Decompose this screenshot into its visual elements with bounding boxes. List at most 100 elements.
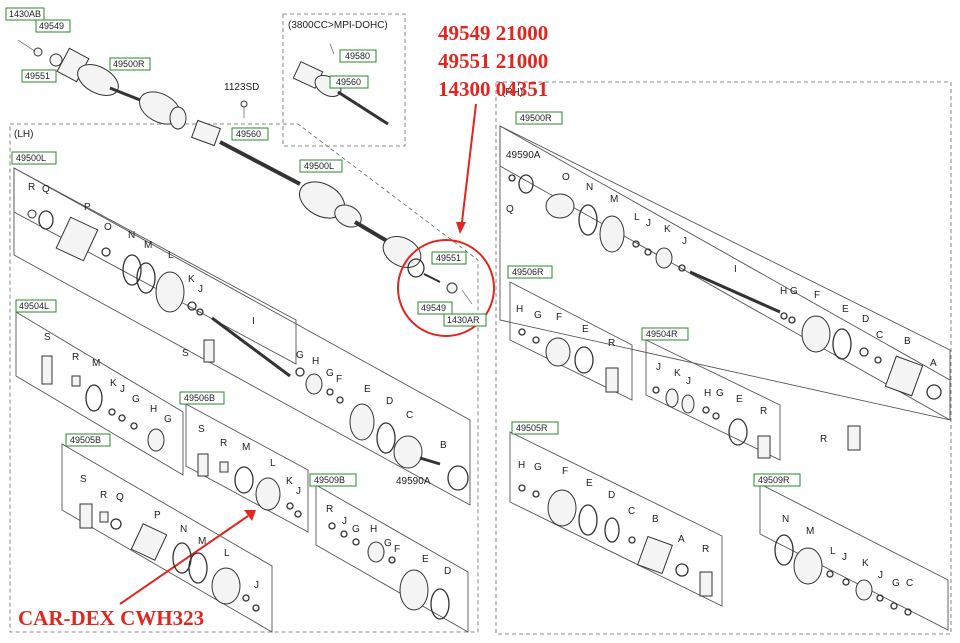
- rh-exploded-parts: [508, 174, 942, 616]
- label-49506r: 49506R: [512, 267, 544, 277]
- label-49504l: 49504L: [19, 301, 49, 311]
- group-49504l-frame: [15, 311, 184, 476]
- letter-e-4r: E: [736, 394, 743, 405]
- highlight-circle: [397, 239, 495, 337]
- letter-m-rh: M: [610, 194, 618, 205]
- label-49500r-top: 49500R: [113, 59, 145, 69]
- letter-r-4r: R: [760, 406, 767, 417]
- label-1123sd: 1123SD: [224, 82, 259, 93]
- letter-s-b4: S: [44, 332, 51, 343]
- label-49509r: 49509R: [758, 475, 790, 485]
- letter-r-b9: R: [326, 504, 333, 515]
- letter-f-b9: F: [394, 544, 400, 555]
- letter-c-5r: C: [628, 506, 635, 517]
- label-49590a-lh: 49590A: [396, 476, 431, 487]
- letter-q-b5: Q: [116, 492, 124, 503]
- letter-q: Q: [42, 184, 50, 195]
- letter-j2-4r: J: [686, 376, 691, 387]
- main-axle-assembly: [17, 39, 473, 305]
- letter-g: G: [296, 350, 304, 361]
- letter-k: K: [188, 274, 195, 285]
- letter-e-6r: E: [582, 324, 589, 335]
- letter-m-b6: M: [242, 442, 250, 453]
- label-49560-main: 49560: [236, 129, 261, 139]
- letter-f-rh: F: [814, 290, 820, 301]
- letter-j-4r: J: [656, 362, 661, 373]
- label-49500r-rh: 49500R: [520, 113, 552, 123]
- label-49549-circled: 49549: [421, 303, 446, 313]
- letter-c-rh: C: [876, 330, 883, 341]
- group-49505b-frame: [61, 443, 273, 633]
- letter-g-6r: G: [534, 310, 542, 321]
- letter-l-rh: L: [634, 212, 640, 223]
- letter-k-rh: K: [664, 224, 671, 235]
- letter-l-b5: L: [224, 548, 230, 559]
- label-49590a-rh: 49590A: [506, 150, 541, 161]
- letter-g2: G: [326, 368, 334, 379]
- letter-a-rh: A: [930, 358, 937, 369]
- letter-f: F: [336, 374, 342, 385]
- label-49549-top: 49549: [39, 21, 64, 31]
- letter-n-b5: N: [180, 524, 187, 535]
- label-49551-circled: 49551: [436, 253, 461, 263]
- letter-callouts-lh: R Q P O N M L K J I S G H G F E D C B S …: [28, 182, 451, 591]
- letter-g-5r: G: [534, 462, 542, 473]
- rh-group-outer-frame: [499, 125, 951, 421]
- letter-g-9r: G: [892, 578, 900, 589]
- letter-e-rh: E: [842, 304, 849, 315]
- group-49506r-frame: [509, 281, 633, 401]
- letter-h-4r: H: [704, 388, 711, 399]
- letter-g-4r: G: [716, 388, 724, 399]
- letter-m-b4: M: [92, 358, 100, 369]
- letter-k-b4: K: [110, 378, 117, 389]
- letter-s-b5: S: [80, 474, 87, 485]
- label-49506b: 49506B: [184, 393, 215, 403]
- label-49500l-center: 49500L: [304, 161, 334, 171]
- letter-k-9r: K: [862, 558, 869, 569]
- letter-j-b9: J: [342, 516, 347, 527]
- label-49560-variant: 49560: [336, 77, 361, 87]
- letter-b-5r: B: [652, 514, 659, 525]
- letter-j-b5: J: [254, 580, 259, 591]
- letter-r-b5: R: [100, 490, 107, 501]
- letter-a-5r: A: [678, 534, 685, 545]
- letter-j-rh: J: [646, 218, 651, 229]
- label-49505b: 49505B: [70, 435, 101, 445]
- letter-r-5r: R: [702, 544, 709, 555]
- letter-q-rh: Q: [506, 204, 514, 215]
- letter-e-b9: E: [422, 554, 429, 565]
- rh-region-frame: [495, 81, 952, 635]
- letter-o: O: [104, 222, 112, 233]
- brand-arrowhead: [244, 510, 256, 521]
- letter-r-6r: R: [608, 338, 615, 349]
- letter-j-9r: J: [842, 552, 847, 563]
- letter-j: J: [198, 284, 203, 295]
- label-1430ab: 1430AB: [9, 9, 41, 19]
- letter-c-9r: C: [906, 578, 913, 589]
- letter-j2-9r: J: [878, 570, 883, 581]
- letter-i-rh: I: [734, 264, 737, 275]
- letter-g-b4: G: [132, 394, 140, 405]
- letter-l-b6: L: [270, 458, 276, 469]
- letter-i: I: [252, 316, 255, 327]
- letter-o-rh: O: [562, 172, 570, 183]
- label-49505r: 49505R: [516, 423, 548, 433]
- letter-h-b9: H: [370, 524, 377, 535]
- letter-g2-b9: G: [384, 538, 392, 549]
- letter-d-5r: D: [608, 490, 615, 501]
- letter-h-b4: H: [150, 404, 157, 415]
- letter-d-b9: D: [444, 566, 451, 577]
- letter-p-b5: P: [154, 510, 161, 521]
- label-49551-top: 49551: [25, 71, 50, 81]
- lh-label: (LH): [14, 129, 33, 140]
- letter-d-rh: D: [862, 314, 869, 325]
- rh-group-49500r-frame: [499, 125, 951, 421]
- letter-j-b6: J: [296, 486, 301, 497]
- letter-h: H: [312, 356, 319, 367]
- part-number-2: 49551 21000: [438, 49, 548, 73]
- label-49500l-lh: 49500L: [16, 153, 46, 163]
- letter-b: B: [440, 440, 447, 451]
- letter-g-rh: G: [790, 286, 798, 297]
- letter-m-b5: M: [198, 536, 206, 547]
- letter-h-rh: H: [780, 286, 787, 297]
